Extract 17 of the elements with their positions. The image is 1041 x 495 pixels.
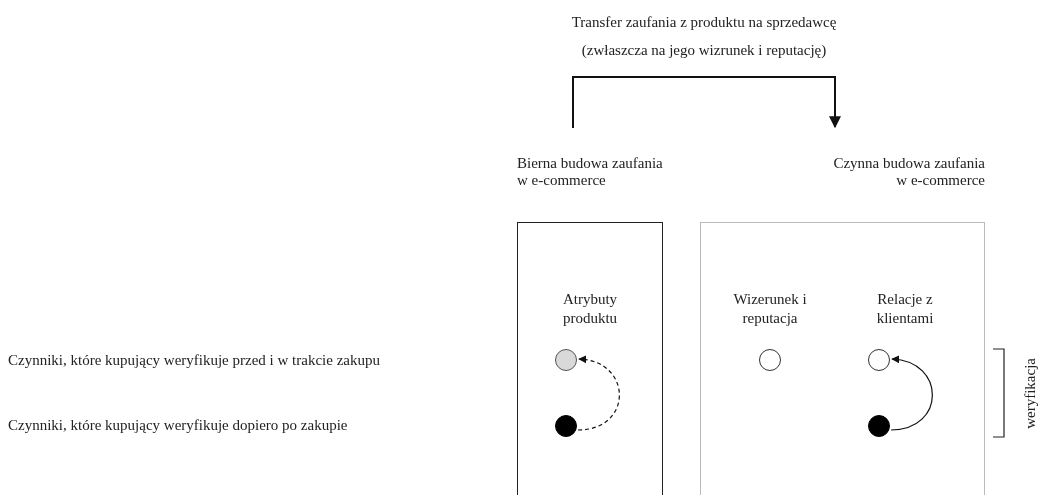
arrow (572, 76, 841, 129)
column-heading: Relacje z klientami (875, 290, 935, 328)
row-label: Czynniki, które kupujący weryfikuje przed i w trakcie zakupu (8, 351, 381, 370)
panel-heading: Bierna budowa zaufania w e-commerce (517, 155, 664, 189)
column-heading: Wizerunek i reputacja (732, 290, 808, 328)
edge-label: Transfer zaufania z produktu na sprzedawcę (zwłaszcza na jego wizrunek i reputację) (570, 13, 838, 60)
row-label: Czynniki, które kupujący weryfikuje dopiero po zakupie (8, 416, 349, 435)
bracket-label: weryfikacja (1021, 357, 1039, 429)
circle-marker (759, 349, 781, 371)
panel-heading: Czynna budowa zaufania w e-commerce (832, 155, 985, 189)
circle-marker (555, 415, 577, 437)
circle-marker (868, 415, 890, 437)
arrow (890, 356, 933, 431)
column-heading: Atrybuty produktu (561, 290, 619, 328)
circle-marker (868, 349, 890, 371)
circle-marker (555, 349, 577, 371)
dashed-arrow (577, 356, 620, 431)
